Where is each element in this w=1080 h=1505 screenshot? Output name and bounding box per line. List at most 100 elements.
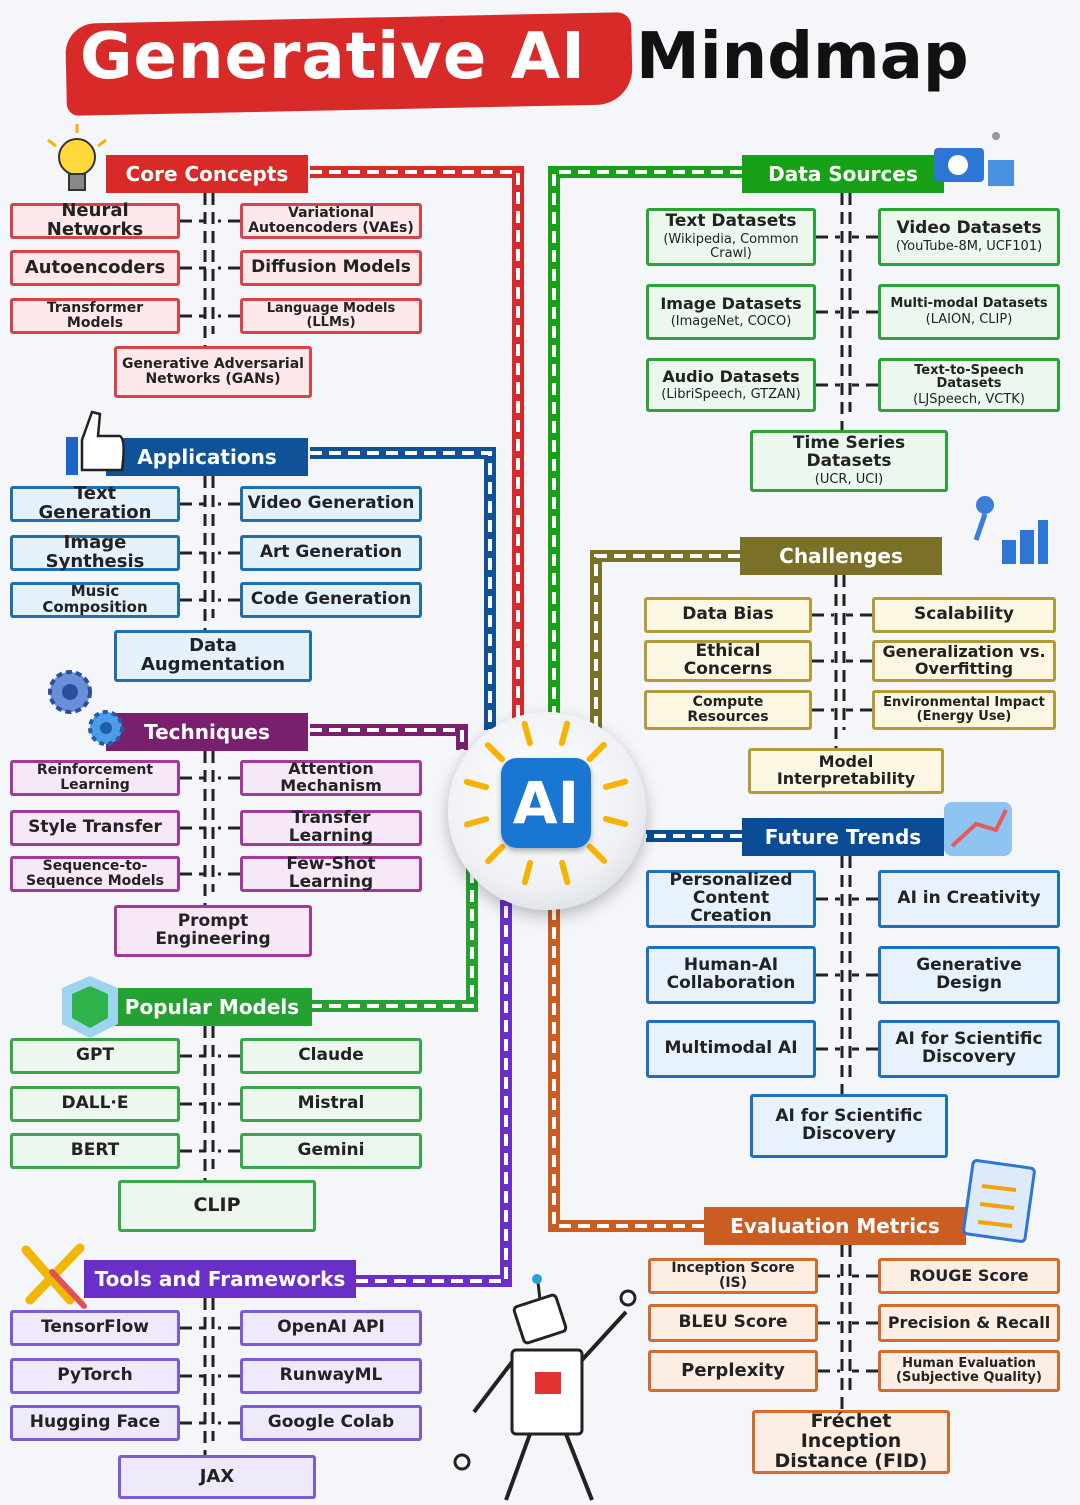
apps-node-label: Art Generation xyxy=(259,542,403,563)
challenges-node: Generalization vs. Overfitting xyxy=(872,640,1056,682)
eval-node: Inception Score (IS) xyxy=(648,1258,818,1294)
tech-node-label: Prompt Engineering xyxy=(155,911,271,949)
challenges-header: Challenges xyxy=(740,537,942,575)
future-node: AI in Creativity xyxy=(878,870,1060,928)
apps-node: Music Composition xyxy=(10,582,180,618)
models-node-label: DALL·E xyxy=(61,1093,129,1114)
tech-node: Style Transfer xyxy=(10,810,180,846)
data-node-subtitle: (UCR, UCI) xyxy=(814,472,884,488)
tech-node-label: Attention Mechanism xyxy=(280,759,382,795)
data-node-title: Audio Datasets xyxy=(662,366,800,386)
challenges-node: Model Interpretability xyxy=(748,748,944,794)
data-node: Time Series Datasets(UCR, UCI) xyxy=(750,430,948,492)
challenges-node: Environmental Impact (Energy Use) xyxy=(872,690,1056,730)
future-node-label: Personalized Content Creation xyxy=(669,870,793,926)
core-node-label: Neural Networks xyxy=(46,200,144,240)
tech-node: Sequence-to-Sequence Models xyxy=(10,856,180,892)
future-header: Future Trends xyxy=(742,818,944,856)
models-node: Gemini xyxy=(240,1133,422,1169)
data-header: Data Sources xyxy=(742,155,944,193)
data-bus-dash xyxy=(552,170,742,720)
eval-node-label: BLEU Score xyxy=(678,1312,788,1333)
apps-node-label: Code Generation xyxy=(250,589,412,610)
tools-node: PyTorch xyxy=(10,1358,180,1394)
core-node-label: Variational Autoencoders (VAEs) xyxy=(248,205,414,236)
eval-node-label: Perplexity xyxy=(681,1359,785,1381)
eval-node: Fréchet Inception Distance (FID) xyxy=(752,1410,950,1474)
models-node-label: Gemini xyxy=(297,1140,365,1161)
challenges-node: Data Bias xyxy=(644,597,812,633)
core-node: Diffusion Models xyxy=(240,250,422,286)
challenges-node-label: Data Bias xyxy=(682,604,774,625)
future-node-label: Multimodal AI xyxy=(664,1038,798,1059)
tech-node-label: Few-Shot Learning xyxy=(286,854,376,892)
data-node: Multi-modal Datasets(LAION, CLIP) xyxy=(878,284,1060,340)
challenges-node-label: Environmental Impact (Energy Use) xyxy=(883,695,1045,724)
future-node-label: AI for Scientific Discovery xyxy=(895,1029,1043,1067)
core-bus-dash xyxy=(310,170,520,720)
models-node-label: BERT xyxy=(70,1140,120,1161)
future-node-label: Human-AI Collaboration xyxy=(666,955,796,993)
apps-node-label: Data Augmentation xyxy=(140,635,286,675)
models-node: GPT xyxy=(10,1038,180,1074)
apps-header: Applications xyxy=(106,438,308,476)
core-node-label: Autoencoders xyxy=(24,256,166,278)
eval-node: Human Evaluation (Subjective Quality) xyxy=(878,1350,1060,1392)
data-node-title: Text-to-Speech Datasets xyxy=(914,362,1024,392)
models-node: BERT xyxy=(10,1133,180,1169)
tech-node-label: Reinforcement Learning xyxy=(36,762,154,793)
challenges-node: Compute Resources xyxy=(644,690,812,730)
tools-node-label: PyTorch xyxy=(57,1365,133,1386)
future-node-label: Generative Design xyxy=(916,955,1022,993)
apps-bus-dash xyxy=(310,451,492,730)
tools-node-label: OpenAI API xyxy=(277,1317,385,1338)
eval-node: ROUGE Score xyxy=(878,1258,1060,1294)
tools-node: JAX xyxy=(118,1455,316,1499)
eval-node-label: Fréchet Inception Distance (FID) xyxy=(774,1410,928,1472)
apps-node-label: Video Generation xyxy=(247,493,415,514)
tech-node: Prompt Engineering xyxy=(114,905,312,957)
ai-chip-icon: AI xyxy=(501,758,591,848)
page-title-part2: Mindmap xyxy=(636,20,969,94)
apps-node-label: Text Generation xyxy=(38,483,152,523)
apps-node: Text Generation xyxy=(10,483,180,523)
apps-node-label: Image Synthesis xyxy=(45,532,145,572)
tech-node-label: Sequence-to-Sequence Models xyxy=(26,858,164,889)
models-header: Popular Models xyxy=(112,988,312,1026)
challenges-node-label: Compute Resources xyxy=(687,694,769,725)
core-node-label: Generative Adversarial Networks (GANs) xyxy=(122,356,304,387)
eval-node: Precision & Recall xyxy=(878,1304,1060,1342)
data-node: Audio Datasets(LibriSpeech, GTZAN) xyxy=(646,358,816,412)
future-node: Human-AI Collaboration xyxy=(646,946,816,1004)
eval-node-label: Inception Score (IS) xyxy=(671,1260,795,1291)
tech-node-label: Style Transfer xyxy=(28,817,162,838)
data-node: Image Datasets(ImageNet, COCO) xyxy=(646,284,816,340)
data-node: Video Datasets(YouTube-8M, UCF101) xyxy=(878,208,1060,266)
tools-node-label: TensorFlow xyxy=(41,1317,149,1338)
core-header: Core Concepts xyxy=(106,155,308,193)
apps-node: Video Generation xyxy=(240,486,422,522)
data-node-title: Image Datasets xyxy=(660,293,802,313)
models-node: DALL·E xyxy=(10,1086,180,1122)
tech-bus-dash xyxy=(310,728,464,750)
tech-node-label: Transfer Learning xyxy=(288,808,374,846)
data-node-title: Video Datasets xyxy=(896,218,1042,239)
data-node-title: Multi-modal Datasets xyxy=(890,296,1048,312)
future-node-label: AI in Creativity xyxy=(897,888,1041,909)
tools-node-label: Google Colab xyxy=(267,1412,395,1433)
future-node: AI for Scientific Discovery xyxy=(750,1094,948,1158)
challenges-bus-dash xyxy=(594,554,740,740)
challenges-node-label: Model Interpretability xyxy=(776,752,916,788)
tools-node-label: Hugging Face xyxy=(29,1412,161,1433)
tech-node: Few-Shot Learning xyxy=(240,854,422,892)
core-node-label: Diffusion Models xyxy=(251,257,411,278)
tools-header: Tools and Frameworks xyxy=(84,1260,356,1298)
data-node-subtitle: (LAION, CLIP) xyxy=(925,312,1013,327)
page-title-part1: Generative AI xyxy=(80,20,586,94)
models-node-label: Claude xyxy=(298,1045,364,1066)
models-node: Claude xyxy=(240,1038,422,1074)
core-node: Transformer Models xyxy=(10,298,180,334)
apps-node: Code Generation xyxy=(240,582,422,618)
